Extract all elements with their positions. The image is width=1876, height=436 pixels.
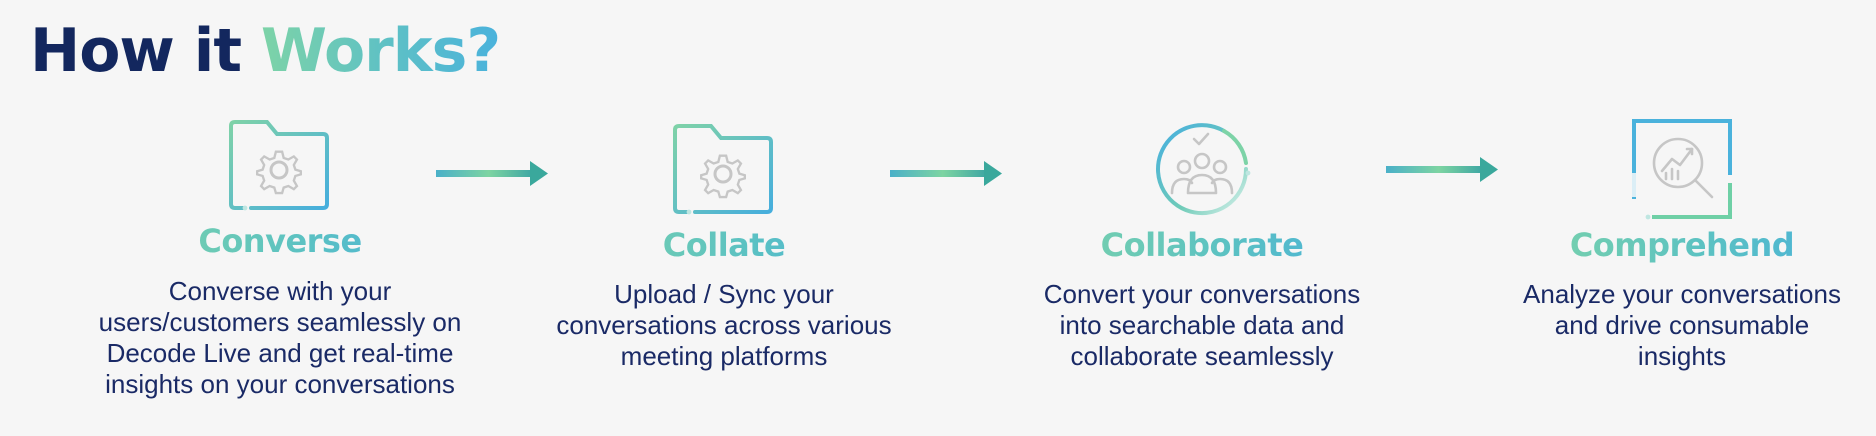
team-check-icon [1156, 123, 1251, 216]
title-part-1: How it [30, 16, 242, 86]
desc-line: Converse with your [168, 276, 392, 306]
folder-gear-icon [673, 124, 773, 215]
desc-line: conversations across various [556, 310, 892, 340]
desc-line: users/customers seamlessly on [98, 307, 462, 337]
step-description: Analyze your conversations and drive con… [1482, 279, 1876, 372]
desc-line: and drive consumable [1554, 310, 1810, 340]
desc-line: Decode Live and get real-time [106, 338, 454, 368]
desc-line: insights on your conversations [105, 369, 455, 399]
arrow-right-icon [890, 161, 1002, 186]
chart-magnifier-icon [1632, 119, 1732, 220]
step-description: Converse with your users/customers seaml… [80, 276, 480, 400]
arrow-right-icon [1386, 157, 1498, 182]
desc-line: Analyze your conversations [1523, 279, 1841, 309]
desc-line: Upload / Sync your [614, 279, 834, 309]
desc-line: insights [1637, 341, 1727, 371]
step-description: Convert your conversations into searchab… [1002, 279, 1402, 372]
desc-line: into searchable data and [1059, 310, 1345, 340]
folder-gear-icon [229, 120, 329, 211]
desc-line: Convert your conversations [1043, 279, 1361, 309]
step-title: Comprehend [1482, 226, 1876, 264]
step-title: Collate [524, 226, 924, 264]
desc-line: collaborate seamlessly [1070, 341, 1334, 371]
step-description: Upload / Sync your conversations across … [524, 279, 924, 372]
step-title: Converse [80, 222, 480, 260]
arrow-right-icon [436, 161, 548, 186]
page-title: How it Works? [30, 14, 501, 89]
step-title: Collaborate [1002, 226, 1402, 264]
desc-line: meeting platforms [620, 341, 828, 371]
title-part-2: Works? [260, 16, 501, 86]
